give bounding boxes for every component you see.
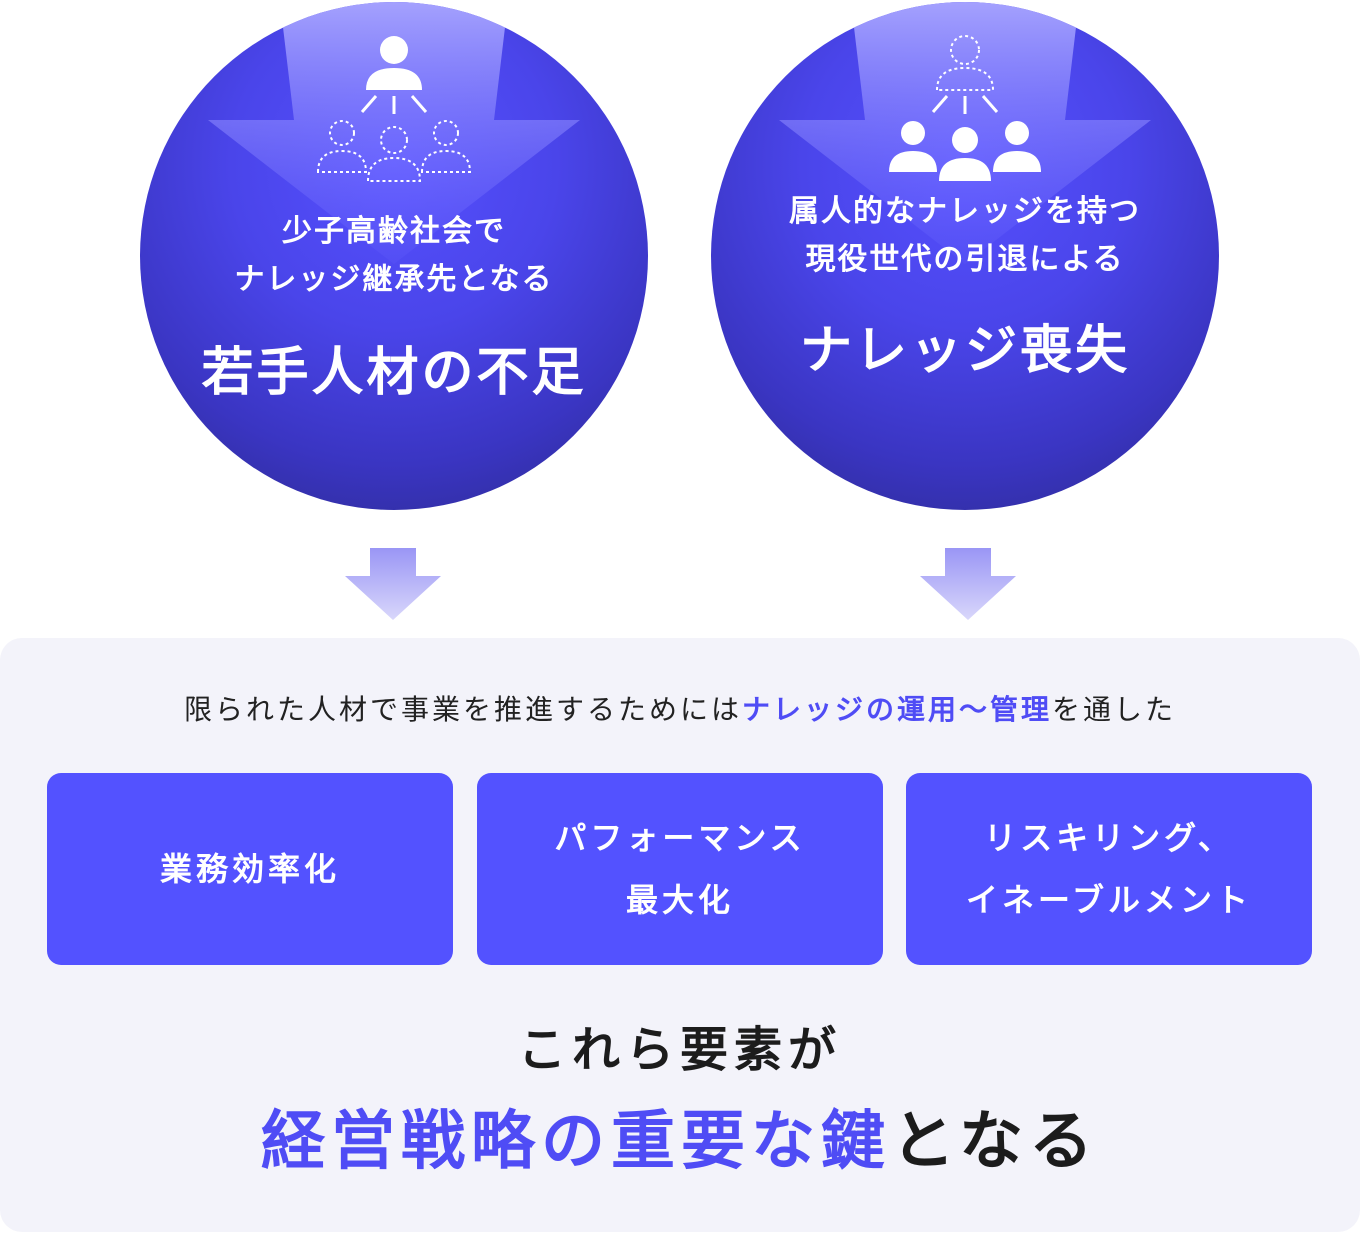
right-subtitle-line1: 属人的なナレッジを持つ: [789, 194, 1141, 229]
circle-knowledge-loss: 属人的なナレッジを持つ 現役世代の引退による ナレッジ喪失: [711, 2, 1219, 510]
box-label-line2: イネーブルメント: [965, 881, 1253, 919]
dotted-leader-to-solid-team-icon: [889, 35, 1041, 181]
left-subtitle-line2: ナレッジ継承先となる: [234, 262, 554, 297]
closing-highlight: 経営戦略の重要な鍵: [260, 1105, 891, 1179]
box-label-line1: 業務効率化: [159, 850, 340, 888]
down-arrow-icon: [345, 548, 441, 620]
intro-before: 限られた人材で事業を推進するためには: [183, 693, 742, 726]
closing-line1: これら要素が: [517, 1022, 842, 1078]
closing-suffix: となる: [890, 1105, 1100, 1179]
right-subtitle: 属人的なナレッジを持つ 現役世代の引退による: [711, 188, 1219, 284]
left-title: 若手人材の不足: [201, 343, 587, 403]
right-title: ナレッジ喪失: [799, 321, 1130, 381]
box-label-line1: リスキリング、: [984, 819, 1234, 857]
left-subtitle-line1: 少子高齢社会で: [282, 214, 506, 249]
intro-after: を通した: [1052, 693, 1177, 726]
right-subtitle-line2: 現役世代の引退による: [805, 242, 1125, 277]
circle-young-talent-shortage: 少子高齢社会で ナレッジ継承先となる 若手人材の不足: [140, 2, 648, 510]
closing-line2: 経営戦略の重要な鍵となる: [0, 1090, 1360, 1182]
intro-text: 限られた人材で事業を推進するためにはナレッジの運用〜管理を通した: [0, 690, 1360, 730]
leader-to-dotted-successors-icon: [316, 36, 472, 182]
down-arrow-icon: [920, 548, 1016, 620]
intro-highlight: ナレッジの運用〜管理: [741, 693, 1052, 726]
box-reskilling-enablement: リスキリング、 イネーブルメント: [906, 773, 1312, 965]
left-subtitle: 少子高齢社会で ナレッジ継承先となる: [140, 208, 648, 304]
big-down-arrow-shape: [208, 2, 580, 264]
box-label-line2: 最大化: [625, 881, 734, 919]
box-operational-efficiency: 業務効率化: [47, 773, 453, 965]
box-performance-maximization: パフォーマンス 最大化: [477, 773, 883, 965]
box-label-line1: パフォーマンス: [554, 819, 806, 857]
